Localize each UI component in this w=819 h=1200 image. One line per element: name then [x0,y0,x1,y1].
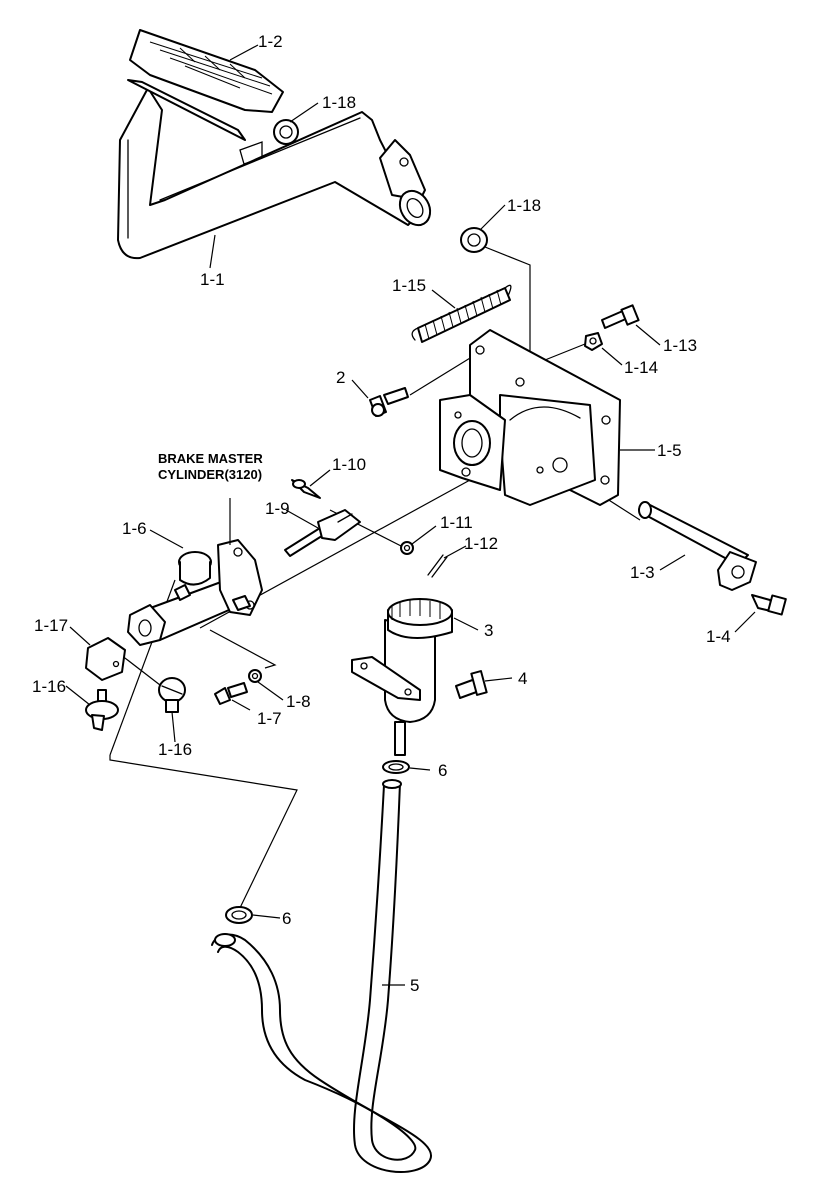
label-4: 4 [518,669,527,688]
return-spring [411,284,512,343]
label-1-16-left: 1-16 [32,677,66,696]
label-1-8: 1-8 [286,692,311,711]
label-1-10: 1-10 [332,455,366,474]
label-5: 5 [410,976,419,995]
hose-clamp-lower [225,906,253,924]
hose [211,779,433,1173]
label-1-17: 1-17 [34,616,68,635]
master-cylinder [127,539,263,646]
label-1-16-right: 1-16 [158,740,192,759]
label-6-upper: 6 [438,761,447,780]
label-1-2: 1-2 [258,32,283,51]
label-leaders [65,44,756,986]
label-1-15: 1-15 [392,276,426,295]
mounting-bracket [439,329,621,506]
label-1-11: 1-11 [440,513,473,532]
label-1-14: 1-14 [624,358,658,377]
label-1-12: 1-12 [464,534,498,553]
label-1-18-lower: 1-18 [507,196,541,215]
label-2: 2 [336,368,345,387]
label-1-3: 1-3 [630,563,655,582]
washer-1-11 [400,541,414,555]
note-master-cylinder-line2: CYLINDER(3120) [158,467,262,482]
bushing-upper [273,119,299,145]
label-1-13: 1-13 [663,336,697,355]
label-1-4: 1-4 [706,627,731,646]
fitting-right [158,677,186,713]
bolt-1-4 [751,594,787,616]
label-3: 3 [484,621,493,640]
note-master-cylinder-line1: BRAKE MASTER [158,451,263,466]
bolt-1-7 [214,682,248,705]
fitting-left [85,689,119,731]
bushing-lower [460,227,488,253]
bleeder-block [85,637,126,681]
hose-clamp-upper [382,760,410,774]
reservoir [351,598,453,756]
fitting-4 [455,670,488,699]
label-1-6: 1-6 [122,519,147,538]
label-1-5: 1-5 [657,441,682,460]
pedal-pad [127,29,284,141]
bolt-1-13 [601,304,640,329]
label-6-lower: 6 [282,909,291,928]
label-1-1: 1-1 [200,270,225,289]
pivot-shaft [638,501,757,591]
pedal-arm [117,87,432,260]
washer-1-8 [248,669,262,683]
clevis-pin [291,479,321,499]
push-rod [284,509,361,557]
bolt-2 [369,387,409,417]
part-labels: 1-2 1-18 1-18 1-1 1-15 1-13 1-14 2 1-5 B… [32,32,731,995]
nut-1-14 [584,332,603,351]
cotter-pin-1-12 [427,554,448,578]
label-1-18-upper: 1-18 [322,93,356,112]
label-1-7: 1-7 [257,709,282,728]
label-1-9: 1-9 [265,499,290,518]
